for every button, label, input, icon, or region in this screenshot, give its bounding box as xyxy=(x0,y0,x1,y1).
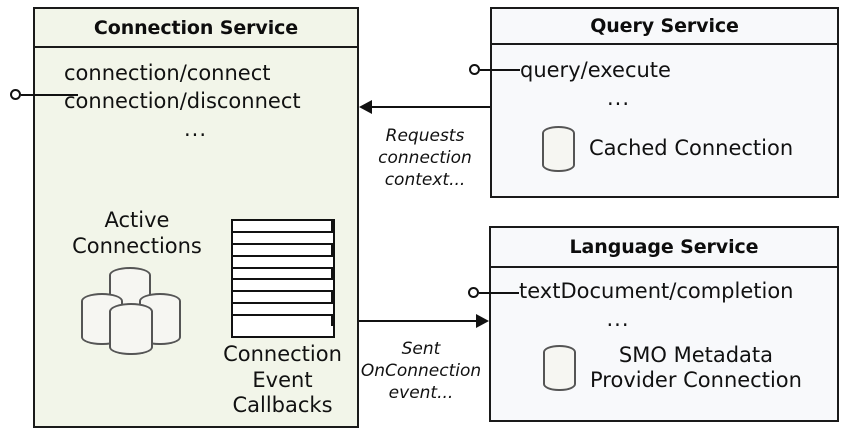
connector-label-connection-to-language: Sent OnConnection event... xyxy=(360,339,482,404)
query-service-body: query/execute ... Cached Connection xyxy=(492,45,837,196)
connection-service-title: Connection Service xyxy=(35,9,357,48)
query-service-title: Query Service xyxy=(492,9,837,45)
lollipop-stem xyxy=(479,291,519,294)
language-service-ellipsis: ... xyxy=(606,306,630,331)
connector-label-line2: OnConnection xyxy=(360,360,482,381)
component-query-service[interactable]: Query Service query/execute ... Cached C… xyxy=(490,7,839,198)
grid-cell xyxy=(232,304,333,317)
connector-label-line1: Sent xyxy=(401,339,441,359)
grid-cell xyxy=(232,268,333,281)
grid-cell xyxy=(232,257,333,269)
lollipop-circle-icon xyxy=(10,89,21,100)
connector-label-line3: event... xyxy=(388,382,454,403)
operation-connection-connect: connection/connect xyxy=(64,61,271,85)
connection-event-callbacks-group: Connection Event Callbacks xyxy=(205,219,360,419)
database-cylinder-icon xyxy=(542,126,575,172)
connection-service-operations: connection/connect connection/disconnect… xyxy=(35,60,357,144)
grid-table-icon xyxy=(230,219,335,338)
arrow-head-right-icon xyxy=(476,314,489,328)
grid-cell xyxy=(232,244,333,257)
database-cylinder-icon xyxy=(109,303,153,356)
callbacks-caption-line2: Event xyxy=(252,367,313,392)
database-cylinder-icon xyxy=(543,345,576,392)
language-service-body: textDocument/completion ... SMO Metadata… xyxy=(491,268,837,420)
arrow-head-left-icon xyxy=(359,100,372,114)
grid-cell xyxy=(232,233,333,245)
grid-cell xyxy=(232,292,333,305)
database-cluster-icon xyxy=(77,263,197,356)
smo-metadata-label-line1: SMO Metadata xyxy=(618,343,774,367)
connection-service-body: connection/connect connection/disconnect… xyxy=(35,48,357,426)
operation-connection-disconnect: connection/disconnect xyxy=(64,88,301,113)
lollipop-circle-icon xyxy=(468,287,479,298)
grid-cell xyxy=(232,280,333,293)
smo-metadata-provider-resource: SMO Metadata Provider Connection xyxy=(543,343,802,393)
cached-connection-label: Cached Connection xyxy=(589,136,794,161)
connector-label-line1: Requests xyxy=(385,126,465,146)
connector-line xyxy=(372,106,490,108)
connector-label-line3: context... xyxy=(384,169,466,190)
connector-label-query-to-connection: Requests connection context... xyxy=(366,126,484,191)
callbacks-caption-line1: Connection xyxy=(223,342,342,366)
component-language-service[interactable]: Language Service textDocument/completion… xyxy=(489,226,839,422)
operation-textdocument-completion: textDocument/completion xyxy=(519,279,794,303)
query-service-operations: query/execute ... xyxy=(492,57,837,113)
cached-connection-resource: Cached Connection xyxy=(542,126,793,172)
grid-cell xyxy=(233,316,333,327)
language-service-title: Language Service xyxy=(491,228,837,268)
lollipop-stem xyxy=(480,68,520,71)
lollipop-circle-icon xyxy=(469,64,480,75)
active-connections-caption-line2: Connections xyxy=(72,233,202,258)
active-connections-caption-line1: Active xyxy=(104,208,170,232)
connector-line xyxy=(359,320,476,322)
lollipop-stem xyxy=(21,93,78,96)
grid-cell xyxy=(233,326,333,336)
query-service-ellipsis: ... xyxy=(606,85,631,110)
smo-metadata-label-line2: Provider Connection xyxy=(590,368,802,393)
grid-cell xyxy=(232,221,333,233)
component-connection-service[interactable]: Connection Service connection/connect co… xyxy=(33,7,359,428)
connection-service-ellipsis: ... xyxy=(183,116,208,141)
smo-metadata-label-block: SMO Metadata Provider Connection xyxy=(590,343,802,393)
connector-label-line2: connection xyxy=(378,147,472,168)
active-connections-group: Active Connections xyxy=(57,208,217,356)
language-service-operations: textDocument/completion ... xyxy=(491,278,837,334)
callbacks-caption-line3: Callbacks xyxy=(232,393,333,418)
operation-query-execute: query/execute xyxy=(520,58,671,82)
